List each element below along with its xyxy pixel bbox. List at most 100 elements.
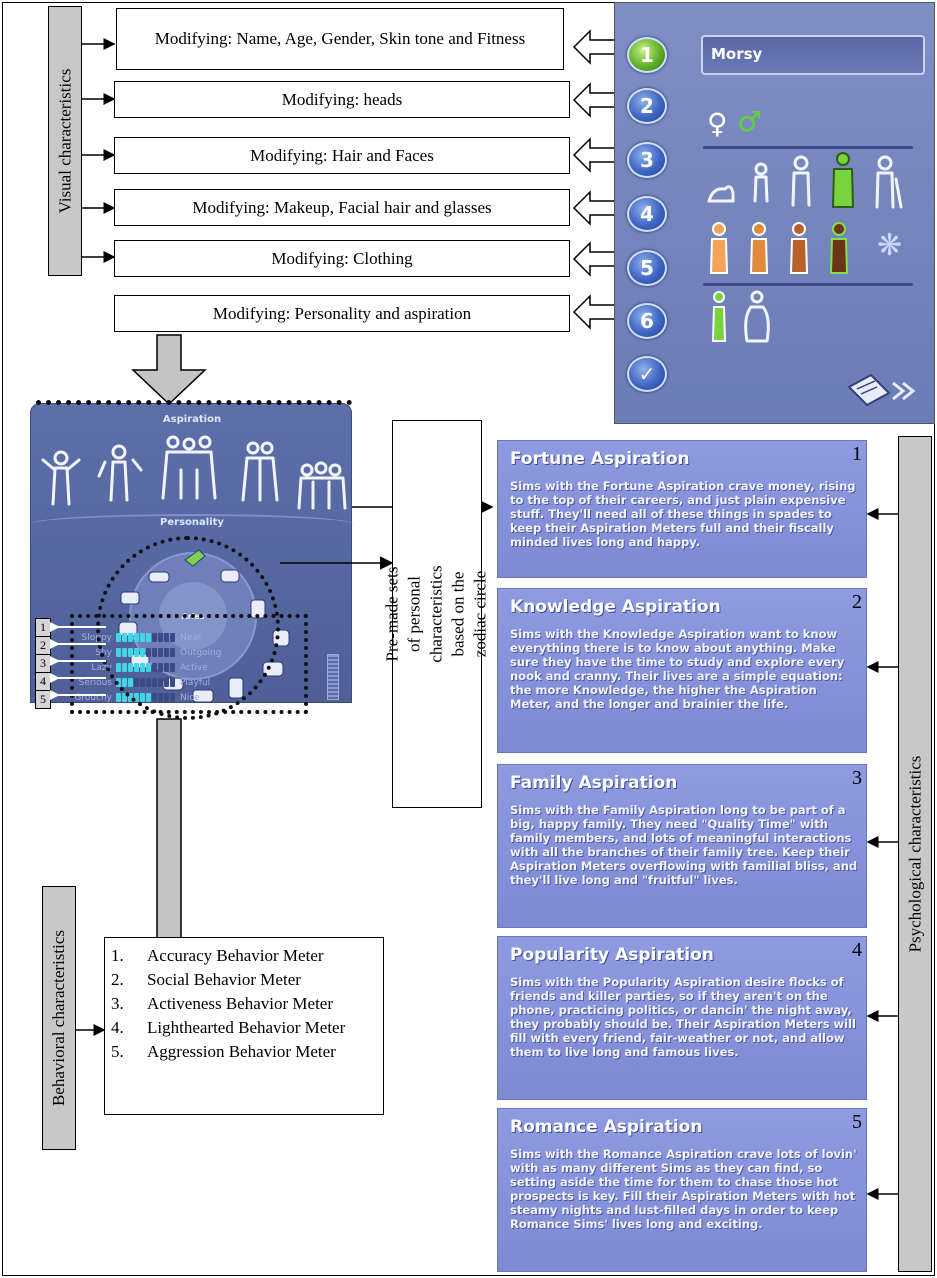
box-heads: Modifying: heads	[114, 81, 570, 118]
behavior-item-4-text: Lighthearted Behavior Meter	[147, 1018, 345, 1037]
aspiration-title: Aspiration	[31, 414, 353, 425]
box-clothing-text: Modifying: Clothing	[271, 248, 412, 270]
step-button-1[interactable]: 1	[627, 37, 667, 73]
step-2-label: 2	[640, 94, 654, 118]
male-icon[interactable]: ♂	[737, 105, 762, 138]
adult-icon[interactable]	[833, 153, 853, 207]
behavioral-characteristics-text: Behavioral characteristics	[49, 930, 69, 1106]
box-makeup-text: Modifying: Makeup, Facial hair and glass…	[192, 197, 491, 219]
sim-name-field[interactable]: Morsy	[701, 35, 925, 75]
step-button-4[interactable]: 4	[627, 196, 667, 232]
visual-characteristics-label: Visual characteristics	[48, 6, 82, 276]
baby-icon	[709, 187, 733, 201]
box-personality-text: Modifying: Personality and aspiration	[213, 303, 471, 325]
down-arrow-1	[130, 334, 210, 406]
meter-num-3: 3	[36, 655, 50, 673]
box-personality: Modifying: Personality and aspiration	[114, 295, 570, 332]
teen-icon	[793, 157, 809, 205]
flower-icon[interactable]: ❋	[877, 228, 902, 263]
box-makeup: Modifying: Makeup, Facial hair and glass…	[114, 189, 570, 226]
box-clothing: Modifying: Clothing	[114, 240, 570, 277]
child-icon	[755, 164, 767, 201]
behavior-item-1: 1.Accuracy Behavior Meter	[111, 944, 383, 968]
elder-icon	[877, 157, 901, 207]
step-button-2[interactable]: 2	[627, 88, 667, 124]
behavior-item-5-num: 5.	[111, 1040, 147, 1064]
behavior-item-4-num: 4.	[111, 1016, 147, 1040]
heavy-body-icon	[746, 292, 769, 341]
box-hair-faces-text: Modifying: Hair and Faces	[250, 145, 434, 167]
behavior-item-2: 2.Social Behavior Meter	[111, 968, 383, 992]
card-1-title: Fortune Aspiration	[510, 449, 690, 469]
card-5-text: Sims with the Romance Aspiration crave l…	[510, 1147, 858, 1231]
box-heads-text: Modifying: heads	[282, 89, 402, 111]
fortune-aspiration-card: Fortune Aspiration 1 Sims with the Fortu…	[497, 440, 867, 578]
age-figures	[703, 149, 923, 211]
zodiac-label-box: Pre-made sets of personal characteristic…	[392, 420, 482, 808]
checkmark-icon: ✓	[639, 362, 656, 386]
dotted-top-line	[36, 400, 352, 405]
box-hair-faces: Modifying: Hair and Faces	[114, 137, 570, 174]
step-1-label: 1	[640, 43, 654, 67]
meter-num-4: 4	[36, 673, 50, 691]
behavior-item-3-num: 3.	[111, 992, 147, 1016]
family-aspiration-icon[interactable]	[163, 437, 215, 498]
family-aspiration-card: Family Aspiration 3 Sims with the Family…	[497, 764, 867, 928]
card-2-text: Sims with the Knowledge Aspiration want …	[510, 627, 858, 711]
behavior-item-5-text: Aggression Behavior Meter	[147, 1042, 336, 1061]
card-5-number: 5	[852, 1111, 862, 1134]
behavioral-characteristics-label: Behavioral characteristics	[42, 886, 76, 1150]
behavior-item-3-text: Activeness Behavior Meter	[147, 994, 333, 1013]
skin-tone-dark	[831, 223, 847, 273]
card-2-number: 2	[852, 591, 862, 614]
zodiac-label-text: Pre-made sets of personal characteristic…	[382, 565, 492, 662]
behavior-item-1-text: Accuracy Behavior Meter	[147, 946, 324, 965]
behavior-item-1-num: 1.	[111, 944, 147, 968]
knowledge-aspiration-card: Knowledge Aspiration 2 Sims with the Kno…	[497, 588, 867, 753]
step-button-3[interactable]: 3	[627, 142, 667, 178]
step-5-label: 5	[640, 256, 654, 280]
psych-connectors	[862, 460, 900, 1220]
next-page-icon[interactable]	[841, 367, 919, 413]
psychological-characteristics-label: Psychological characteristics	[898, 436, 932, 1272]
card-4-number: 4	[852, 939, 862, 962]
behavior-item-5: 5.Aggression Behavior Meter	[111, 1040, 383, 1064]
card-3-text: Sims with the Family Aspiration long to …	[510, 803, 858, 887]
meter-number-list: 1 2 3 4 5	[35, 618, 51, 709]
popularity-aspiration-card: Popularity Aspiration 4 Sims with the Po…	[497, 936, 867, 1100]
divider-2	[703, 283, 913, 286]
aspiration-meter-bar	[327, 654, 339, 700]
knowledge-aspiration-icon[interactable]	[99, 446, 141, 500]
behavioral-list: 1.Accuracy Behavior Meter 2.Social Behav…	[111, 944, 383, 1064]
behavior-item-2-text: Social Behavior Meter	[147, 970, 301, 989]
card-3-title: Family Aspiration	[510, 773, 677, 793]
skin-tone-medium	[751, 223, 767, 273]
visual-characteristics-text: Visual characteristics	[55, 69, 75, 214]
meter-num-1: 1	[36, 619, 50, 637]
box-name-age-gender: Modifying: Name, Age, Gender, Skin tone …	[116, 8, 564, 70]
behavioral-list-box: 1.Accuracy Behavior Meter 2.Social Behav…	[104, 937, 384, 1115]
card-1-number: 1	[852, 443, 862, 466]
romance-aspiration-icon[interactable]	[243, 443, 277, 500]
fortune-aspiration-icon[interactable]	[43, 452, 79, 504]
fit-body-icon	[713, 292, 725, 341]
psychological-characteristics-text: Psychological characteristics	[905, 756, 925, 953]
fitness-figures	[703, 287, 783, 347]
step-button-5[interactable]: 5	[627, 250, 667, 286]
done-button[interactable]: ✓	[627, 356, 667, 392]
card-3-number: 3	[852, 767, 862, 790]
step-4-label: 4	[640, 202, 654, 226]
behavior-item-2-num: 2.	[111, 968, 147, 992]
box-name-age-gender-text: Modifying: Name, Age, Gender, Skin tone …	[155, 28, 525, 50]
step-3-label: 3	[640, 148, 654, 172]
card-1-text: Sims with the Fortune Aspiration crave m…	[510, 479, 858, 549]
step-button-6[interactable]: 6	[627, 303, 667, 339]
meter-num-2: 2	[36, 637, 50, 655]
skin-tone-tan	[791, 223, 807, 273]
sim-name-value: Morsy	[711, 45, 762, 63]
skin-tone-light	[711, 223, 727, 273]
card-2-title: Knowledge Aspiration	[510, 597, 721, 617]
behavior-item-3: 3.Activeness Behavior Meter	[111, 992, 383, 1016]
card-4-text: Sims with the Popularity Aspiration desi…	[510, 975, 858, 1059]
female-icon[interactable]: ♀	[707, 107, 728, 140]
